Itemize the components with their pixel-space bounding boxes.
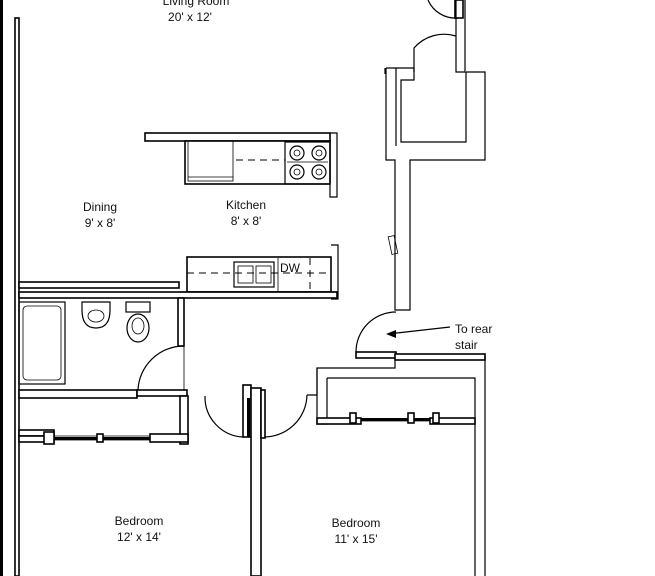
stove-icon [284, 141, 331, 185]
kitchen-upper-counter [144, 132, 338, 198]
rear-stair-label-line2: stair [455, 338, 478, 352]
living-room-door [427, 0, 464, 19]
left-exterior-wall [0, 0, 20, 576]
living-room-size: 20' x 12' [168, 10, 212, 24]
bathtub-icon [18, 301, 66, 385]
bedroom-left-door [204, 384, 262, 576]
kitchen-lower-counter [186, 244, 339, 300]
kitchen-sink-icon [233, 261, 275, 288]
bedroom-left-label: Bedroom [115, 514, 164, 528]
hallway-walls [18, 389, 189, 445]
hall-closet-walls [384, 0, 486, 311]
rear-stair-label-line1: To rear [455, 322, 492, 336]
wall-switch-marker [387, 235, 399, 255]
toilet-icon [125, 301, 151, 343]
right-bedroom-walls [307, 353, 486, 576]
bedroom-right-size: 11' x 15' [334, 532, 377, 546]
dishwasher-label: DW [280, 261, 301, 275]
bedroom-right-label: Bedroom [332, 516, 381, 530]
dining-label: Dining [83, 200, 117, 214]
bedroom-right-door [260, 389, 308, 439]
bathroom [137, 297, 185, 391]
rear-stair-arrow [386, 326, 451, 338]
bedroom-left-size: 12' x 14' [117, 530, 161, 544]
bathroom-sink-icon [81, 301, 111, 329]
kitchen-size: 8' x 8' [231, 214, 262, 228]
kitchen-label: Kitchen [226, 198, 266, 212]
dining-size: 9' x 8' [85, 216, 116, 230]
living-room-label: Living Room [163, 0, 230, 8]
